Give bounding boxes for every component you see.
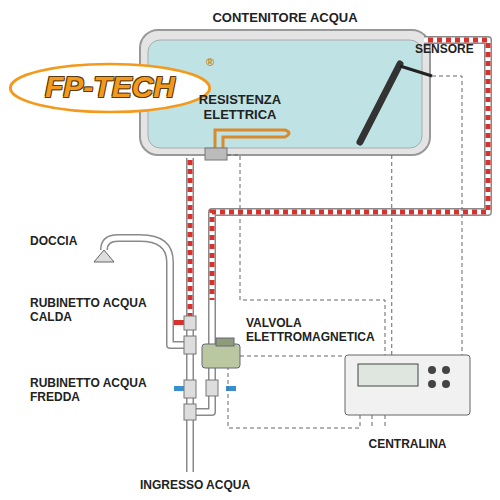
controller-button	[428, 380, 436, 388]
controller-button	[442, 380, 450, 388]
cold-tap	[206, 380, 218, 396]
controller-display	[358, 364, 418, 386]
node-text: CONTENITORE ACQUA	[140, 10, 430, 25]
controller-box	[345, 355, 470, 415]
element-flange	[205, 148, 227, 160]
logo-oval: FP-TECH®	[8, 62, 212, 114]
hot-tap-handle	[174, 320, 184, 325]
part-label: RESISTENZA ELETTRICA	[185, 92, 295, 122]
sensor-probe	[360, 64, 400, 142]
hot-tap	[184, 316, 196, 330]
controller-button	[428, 366, 436, 374]
part-label: VALVOLA ELETTROMAGNETICA	[246, 316, 364, 344]
node-text: CENTRALINA	[345, 437, 470, 451]
shower-head	[94, 250, 114, 262]
controller-node: CENTRALINA	[345, 355, 470, 415]
cold-tap-handle	[174, 386, 184, 391]
part-label: RUBINETTO ACQUA CALDA	[30, 296, 162, 324]
part-label: DOCCIA	[30, 234, 100, 248]
part-label: SENSORE	[415, 42, 495, 56]
sensor-cable	[400, 66, 432, 76]
valve-coil	[216, 338, 234, 346]
wires	[227, 76, 462, 428]
node-text: FP-TECH	[8, 70, 212, 104]
node-text: ®	[206, 56, 214, 68]
signal-wire	[391, 155, 392, 355]
solenoid-valve	[202, 344, 240, 368]
heating-element	[215, 130, 289, 150]
part-label: INGRESSO ACQUA	[120, 478, 270, 492]
part-label: RUBINETTO ACQUA FREDDA	[30, 376, 162, 404]
fittings	[184, 336, 196, 420]
controller-button	[442, 366, 450, 374]
